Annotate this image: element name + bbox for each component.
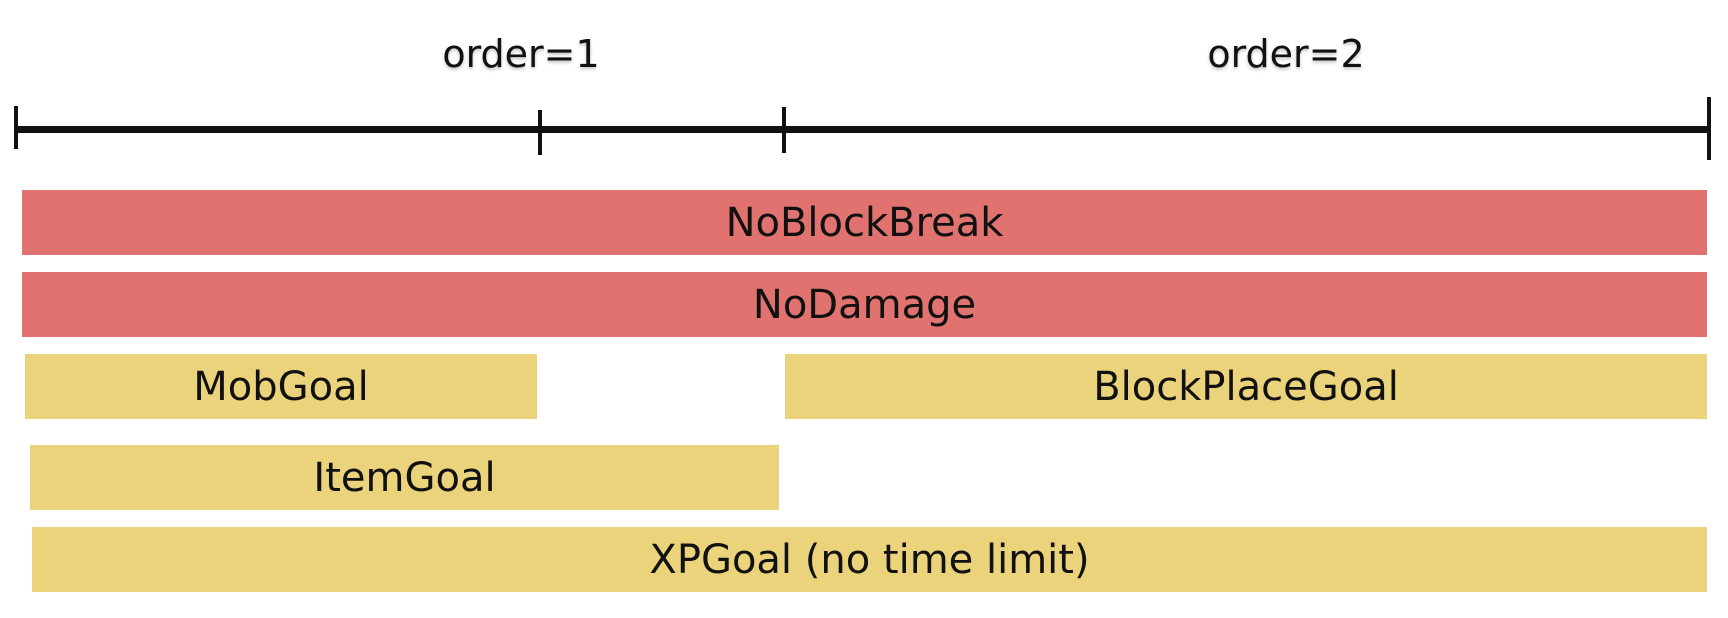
item-goal-label: ItemGoal bbox=[313, 454, 496, 501]
no-block-break-bar: NoBlockBreak bbox=[22, 190, 1707, 255]
no-damage-bar: NoDamage bbox=[22, 272, 1707, 337]
no-damage-label: NoDamage bbox=[752, 281, 977, 328]
timeline-tick-start bbox=[14, 106, 18, 149]
timeline-axis bbox=[16, 126, 1710, 133]
xp-goal-bar: XPGoal (no time limit) bbox=[32, 527, 1707, 592]
order-2-label: order=2 bbox=[1207, 32, 1365, 76]
block-place-goal-label: BlockPlaceGoal bbox=[1093, 363, 1399, 410]
xp-goal-label: XPGoal (no time limit) bbox=[649, 536, 1090, 583]
timeline-tick-order-2-start bbox=[782, 107, 786, 153]
no-block-break-label: NoBlockBreak bbox=[725, 199, 1004, 246]
timeline-tick-order-1-end bbox=[538, 110, 542, 155]
timeline-tick-end bbox=[1707, 97, 1711, 160]
order-1-label: order=1 bbox=[442, 32, 600, 76]
item-goal-bar: ItemGoal bbox=[30, 445, 779, 510]
block-place-goal-bar: BlockPlaceGoal bbox=[785, 354, 1707, 419]
mob-goal-label: MobGoal bbox=[193, 363, 369, 410]
mob-goal-bar: MobGoal bbox=[25, 354, 537, 419]
